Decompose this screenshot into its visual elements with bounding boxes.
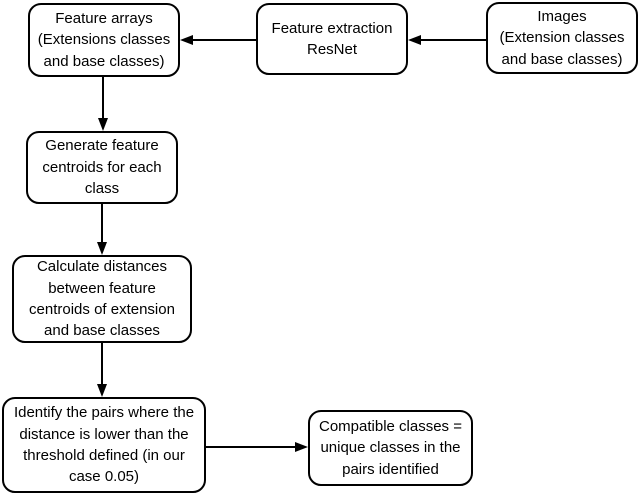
arrow-line [192, 39, 256, 41]
node-generate-feature-centroids-label: Generate feature centroids for each clas… [42, 137, 162, 198]
node-feature-arrays: Feature arrays (Extensions classes and b… [28, 3, 180, 77]
arrow-line [102, 77, 104, 120]
node-feature-extraction-resnet-label: Feature extraction ResNet [271, 19, 393, 58]
node-generate-feature-centroids: Generate feature centroids for each clas… [26, 131, 178, 204]
arrowhead-down-icon [97, 384, 107, 397]
arrowhead-left-icon [180, 35, 193, 45]
node-identify-pairs-label: Identify the pairs where the distance is… [13, 404, 195, 486]
arrow-line [419, 39, 486, 41]
arrowhead-left-icon [408, 35, 421, 45]
arrowhead-right-icon [295, 442, 308, 452]
node-compatible-classes-label: Compatible classes = unique classes in t… [319, 417, 462, 478]
arrowhead-down-icon [98, 118, 108, 131]
node-calculate-distances: Calculate distances between feature cent… [12, 255, 192, 343]
arrowhead-down-icon [97, 242, 107, 255]
node-images: Images (Extension classes and base class… [486, 2, 638, 74]
node-identify-pairs: Identify the pairs where the distance is… [2, 397, 206, 493]
arrow-line [101, 204, 103, 244]
node-compatible-classes: Compatible classes = unique classes in t… [308, 410, 473, 486]
arrow-line [206, 446, 297, 448]
node-feature-arrays-label: Feature arrays (Extensions classes and b… [37, 9, 171, 70]
arrow-line [101, 343, 103, 385]
node-feature-extraction-resnet: Feature extraction ResNet [256, 3, 408, 75]
node-images-label: Images (Extension classes and base class… [499, 7, 625, 68]
node-calculate-distances-label: Calculate distances between feature cent… [29, 258, 175, 340]
